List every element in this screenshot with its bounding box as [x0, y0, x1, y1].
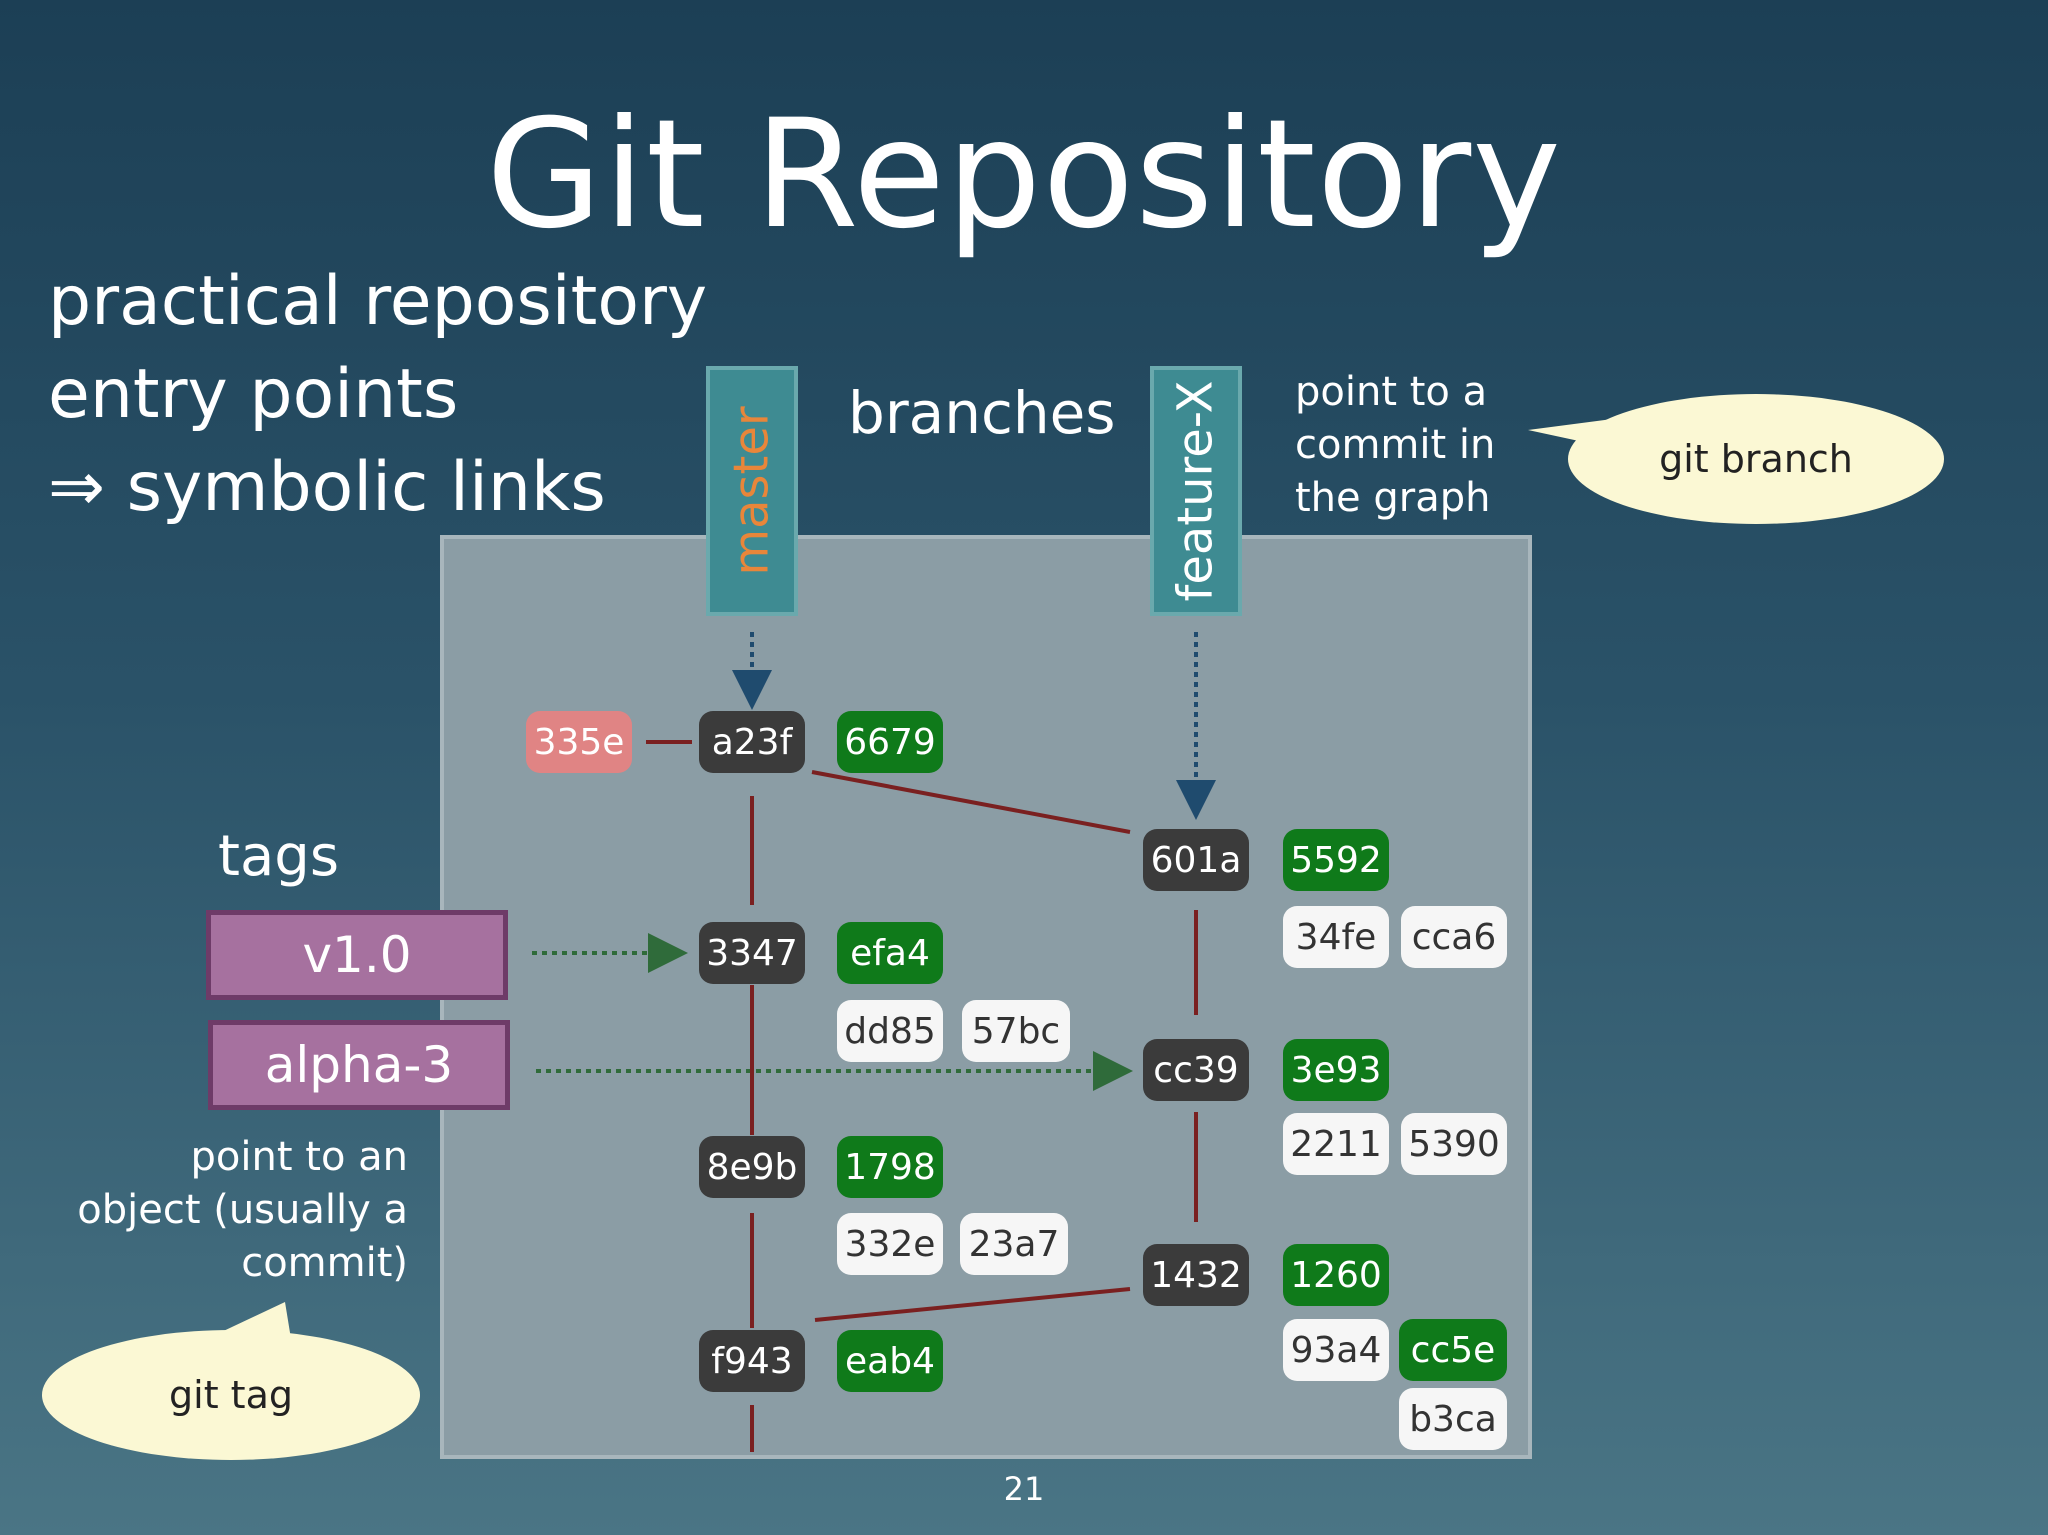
tree-node: 5592 — [1283, 829, 1389, 891]
tree-node: 6679 — [837, 711, 943, 773]
branches-note-line-1: point to a — [1295, 369, 1488, 415]
branch-master: master — [706, 366, 798, 616]
blob-node: 2211 — [1283, 1113, 1389, 1175]
edge-merge-top — [811, 770, 1131, 834]
intro-line-3: ⇒ symbolic links — [48, 448, 606, 527]
tags-heading: tags — [218, 824, 339, 889]
tags-note-line-1: point to an — [190, 1134, 408, 1180]
tags-note-line-3: commit) — [241, 1240, 408, 1286]
commit-node: 3347 — [699, 922, 805, 984]
blob-node: b3ca — [1399, 1388, 1507, 1450]
blob-node: 93a4 — [1283, 1319, 1389, 1381]
blob-node: 57bc — [962, 1000, 1070, 1062]
git-branch-bubble: git branch — [1568, 394, 1944, 524]
slide-title: Git Repository — [485, 88, 1562, 262]
commit-node: a23f — [699, 711, 805, 773]
intro-line-1: practical repository — [48, 262, 708, 341]
tree-node: 3e93 — [1283, 1039, 1389, 1101]
branch-feature-x: feature-X — [1150, 366, 1242, 616]
git-tag-bubble: git tag — [42, 1330, 420, 1460]
tag-object-node: 335e — [526, 711, 632, 773]
tree-node: efa4 — [837, 922, 943, 984]
tree-node: cc5e — [1399, 1319, 1507, 1381]
commit-node: 601a — [1143, 829, 1249, 891]
blob-node: 332e — [837, 1213, 943, 1275]
commit-node: f943 — [699, 1330, 805, 1392]
tree-node: eab4 — [837, 1330, 943, 1392]
blob-node: cca6 — [1401, 906, 1507, 968]
tree-node: 1260 — [1283, 1244, 1389, 1306]
edge-fork-bottom — [814, 1287, 1131, 1322]
page-number: 21 — [1003, 1470, 1045, 1508]
intro-line-2: entry points — [48, 355, 459, 434]
branches-note-line-3: the graph — [1295, 475, 1491, 521]
tag-alpha-3: alpha-3 — [208, 1020, 510, 1110]
branches-heading: branches — [848, 379, 1116, 447]
commit-node: cc39 — [1143, 1039, 1249, 1101]
tags-note-line-2: object (usually a — [77, 1187, 408, 1233]
blob-node: 5390 — [1401, 1113, 1507, 1175]
tag-v1-0: v1.0 — [206, 910, 508, 1000]
commit-node: 1432 — [1143, 1244, 1249, 1306]
blob-node: 34fe — [1283, 906, 1389, 968]
blob-node: 23a7 — [960, 1213, 1068, 1275]
blob-node: dd85 — [837, 1000, 943, 1062]
commit-node: 8e9b — [699, 1136, 805, 1198]
tree-node: 1798 — [837, 1136, 943, 1198]
branches-note-line-2: commit in — [1295, 422, 1496, 468]
